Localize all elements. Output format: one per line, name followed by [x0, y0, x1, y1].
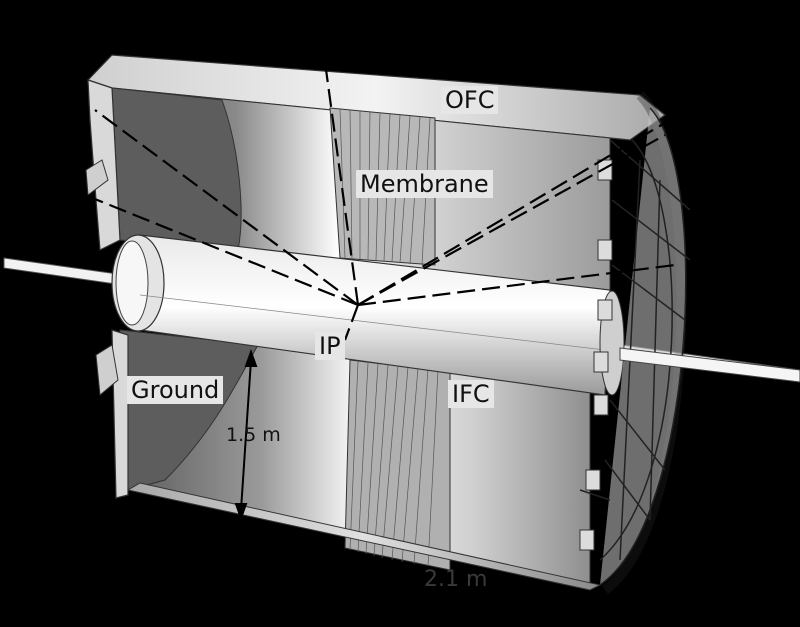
label-ofc: OFC: [441, 86, 499, 114]
label-ifc: IFC: [448, 380, 494, 408]
radius-dimension: [234, 349, 258, 521]
label-radius: 1.5 m: [226, 424, 281, 446]
length-dimension: [327, 550, 578, 604]
label-membrane: Membrane: [356, 170, 493, 198]
label-ground: Ground: [127, 376, 224, 404]
end-plate: [579, 91, 691, 595]
label-ip: IP: [315, 332, 345, 360]
membrane-segments-lower: [349, 361, 439, 567]
beam-pipe-front: [619, 347, 800, 383]
end-plate-brackets: [579, 159, 613, 551]
label-length: 2.1 m: [424, 567, 488, 592]
particle-tracks: [59, 39, 691, 341]
